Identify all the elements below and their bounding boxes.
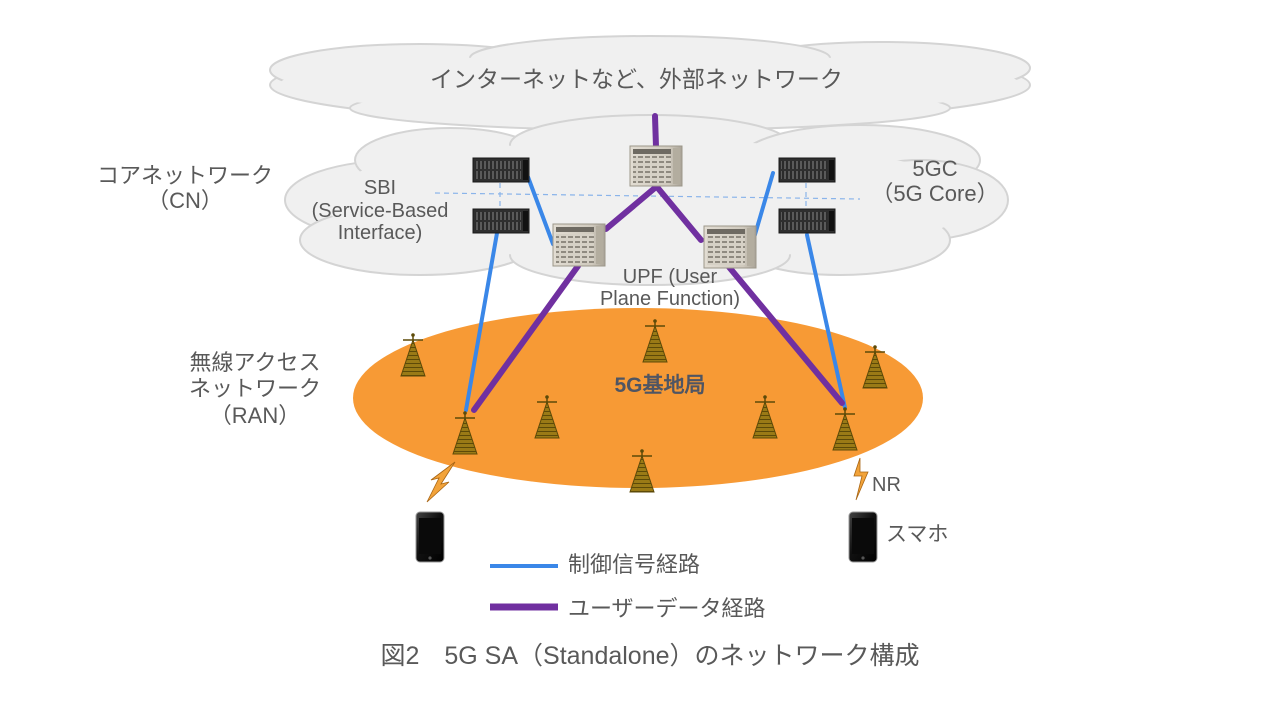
ran-label-line: （RAN） — [209, 402, 301, 428]
figure-title: 図2 5G SA（Standalone）のネットワーク構成 — [380, 642, 920, 670]
ran-area — [353, 308, 923, 488]
smartphone-icon — [415, 511, 445, 563]
radio-signal-bolt-icon — [426, 461, 456, 503]
cell-tower-icon — [832, 407, 858, 451]
legend-user-data-path-label: ユーザーデータ経路 — [568, 596, 766, 621]
router-icon — [629, 145, 683, 187]
upf-label: UPF (User Plane Function) — [580, 266, 760, 310]
ran-label: 無線アクセス ネットワーク （RAN） — [160, 350, 350, 429]
core-network-label-line: コアネットワーク — [96, 163, 273, 188]
sbi-label-line: SBI — [363, 177, 397, 199]
cell-tower-icon — [400, 333, 426, 377]
cell-tower-icon — [452, 411, 478, 455]
radio-signal-bolt-icon — [853, 457, 869, 501]
sbi-label-line: (Service-Based — [311, 199, 449, 222]
base-station-label: 5G基地局 — [614, 374, 706, 397]
user-data-path-line — [603, 184, 659, 232]
ran-label-line: ネットワーク — [188, 376, 321, 402]
legend-control-path-label: 制御信号経路 — [568, 552, 701, 577]
user-data-path-line — [654, 184, 704, 243]
router-icon — [552, 223, 606, 267]
server-icon — [778, 157, 836, 183]
user-data-path-line — [471, 263, 581, 413]
core-network-label-line: （CN） — [147, 188, 223, 214]
fivegc-label-line: （5G Core） — [871, 181, 999, 207]
sbi-label-line: Interface) — [337, 222, 423, 245]
server-icon — [778, 208, 836, 234]
fivegc-label: 5GC （5G Core） — [850, 156, 1020, 207]
external-network-label: インターネットなど、外部ネットワーク — [430, 66, 843, 92]
fivegc-label-line: 5GC — [912, 156, 958, 181]
external-network-cloud — [269, 35, 1031, 131]
cell-tower-icon — [862, 345, 888, 389]
router-icon — [703, 225, 757, 269]
upf-label-line: UPF (User — [622, 266, 718, 288]
smartphone-icon — [848, 511, 878, 563]
smartphone-label: スマホ — [886, 523, 949, 546]
cell-tower-icon — [752, 395, 778, 439]
cell-tower-icon — [642, 319, 668, 363]
control-path-line — [526, 175, 555, 246]
control-path-line — [752, 171, 775, 240]
control-path-lines — [464, 171, 847, 412]
sbi-label: SBI (Service-Based Interface) — [290, 177, 470, 245]
cell-tower-icon — [534, 395, 560, 439]
server-icon — [472, 208, 530, 234]
core-network-label: コアネットワーク （CN） — [80, 163, 290, 214]
user-data-path-lines — [471, 113, 845, 413]
control-path-line — [805, 233, 847, 410]
server-icon — [472, 157, 530, 183]
nr-label: NR — [872, 474, 901, 496]
control-path-line — [464, 231, 499, 412]
cell-tower-icon — [629, 449, 655, 493]
ran-label-line: 無線アクセス — [189, 350, 321, 375]
user-data-path-line — [652, 113, 659, 150]
upf-label-line: Plane Function) — [599, 288, 741, 310]
user-data-path-line — [726, 264, 845, 406]
sbi-bus — [434, 183, 861, 210]
